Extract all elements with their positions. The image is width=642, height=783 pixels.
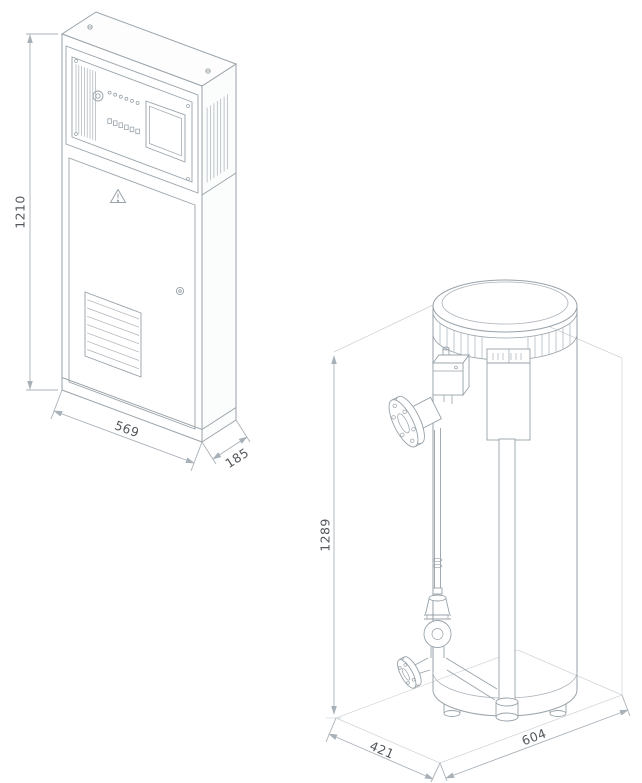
dim-cabinet-width-label: 569: [113, 417, 142, 440]
door-lock: [175, 286, 185, 296]
vent-slots-left: [75, 64, 96, 141]
dim-vessel-width: 604: [439, 694, 631, 782]
vent-grille: [84, 291, 142, 378]
drain-valve: [412, 587, 498, 701]
dim-vessel-depth-label: 421: [368, 738, 397, 762]
inlet-flange: [388, 395, 425, 448]
dim-vessel-width-label: 604: [520, 725, 549, 748]
dim-vessel-depth: 421: [325, 717, 441, 783]
cable-conduit: [498, 438, 516, 703]
foot-left: [443, 704, 461, 717]
dim-cabinet-height-label: 1210: [12, 195, 27, 228]
vessel-figure: [326, 279, 623, 764]
cabinet-figure: [60, 11, 238, 443]
top-screws: [87, 24, 211, 74]
cabinet-control-panel: [65, 45, 237, 196]
vent-slots-side: [206, 94, 228, 183]
led-row: [107, 90, 140, 105]
dim-cabinet-depth-label: 185: [222, 445, 251, 471]
construction-lines: [326, 304, 623, 764]
terminal-box: [486, 348, 531, 441]
warning-icon: [109, 188, 127, 203]
dim-vessel-height: 1289: [317, 355, 337, 715]
button-row: [107, 118, 140, 135]
vessel-feet: [443, 697, 567, 722]
sensor-box: [432, 346, 470, 404]
cable-gland: [442, 346, 450, 355]
power-button: [92, 90, 104, 102]
display-screen: [145, 100, 186, 163]
foot-right: [549, 704, 567, 717]
drain-flange: [397, 656, 422, 689]
dim-cabinet-height: 1210: [12, 33, 58, 391]
dim-vessel-height-label: 1289: [317, 518, 332, 551]
panel-corner-screws: [74, 59, 190, 181]
drain-pipe: [432, 428, 443, 588]
outlet-pipe: [445, 657, 498, 701]
vessel-dimensions: 1289 421 604: [317, 355, 631, 783]
foot-center: [495, 697, 519, 722]
